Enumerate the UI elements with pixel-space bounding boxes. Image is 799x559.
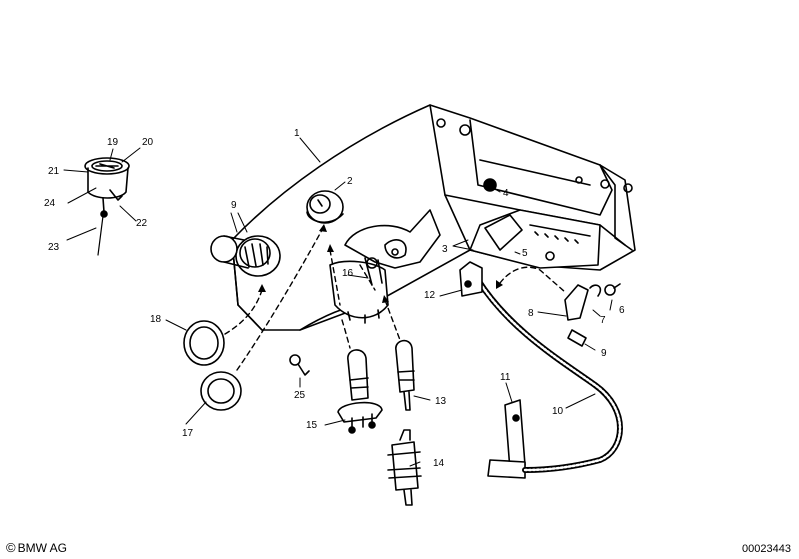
callout-19: 19 xyxy=(107,137,119,148)
lock-cylinder xyxy=(306,190,344,224)
callout-5: 5 xyxy=(522,248,528,259)
callout-16: 16 xyxy=(342,268,354,279)
copyright-notice: © BMW AG xyxy=(6,540,67,555)
instrument-housing xyxy=(231,104,636,331)
callout-24: 24 xyxy=(44,198,56,209)
dial-gauge xyxy=(84,157,130,256)
callout-20: 20 xyxy=(142,137,154,148)
bracket-11 xyxy=(487,399,526,479)
callout-14: 14 xyxy=(433,458,445,469)
cable-10 xyxy=(475,277,623,473)
callout-9-screw: 9 xyxy=(601,348,607,359)
bracket-8 xyxy=(564,284,602,321)
callout-18: 18 xyxy=(150,314,162,325)
callout-22: 22 xyxy=(136,218,148,229)
company-name: BMW AG xyxy=(17,540,67,555)
clip-12 xyxy=(459,261,483,297)
adjusting-knob xyxy=(210,235,281,277)
callout-17: 17 xyxy=(182,428,194,439)
sealing-ring-18 xyxy=(183,320,225,366)
screw-25 xyxy=(289,354,310,376)
callout-2: 2 xyxy=(347,176,353,187)
callout-13: 13 xyxy=(435,396,447,407)
callout-15: 15 xyxy=(306,420,318,431)
callout-21: 21 xyxy=(48,166,60,177)
callout-23: 23 xyxy=(48,242,60,253)
leader-lines xyxy=(63,137,613,467)
callout-25: 25 xyxy=(294,390,306,401)
callout-6: 6 xyxy=(619,305,625,316)
callout-7: 7 xyxy=(600,315,606,326)
assembly-lines xyxy=(224,229,566,371)
sealing-ring-17 xyxy=(200,371,242,411)
screw-6 xyxy=(604,283,621,296)
screw-9-small xyxy=(567,329,587,347)
bulb-13 xyxy=(395,339,415,411)
callout-8: 8 xyxy=(528,308,534,319)
callout-9-knob: 9 xyxy=(231,200,237,211)
switch-14 xyxy=(387,429,422,506)
callout-10: 10 xyxy=(552,406,564,417)
image-number: 00023443 xyxy=(742,543,791,555)
callout-4: 4 xyxy=(503,188,509,199)
callout-3: 3 xyxy=(442,244,448,255)
copyright-icon: © xyxy=(6,540,16,555)
bulb-holder-15 xyxy=(337,349,383,434)
callout-12: 12 xyxy=(424,290,436,301)
callout-1: 1 xyxy=(294,128,300,139)
callout-11: 11 xyxy=(500,372,511,383)
